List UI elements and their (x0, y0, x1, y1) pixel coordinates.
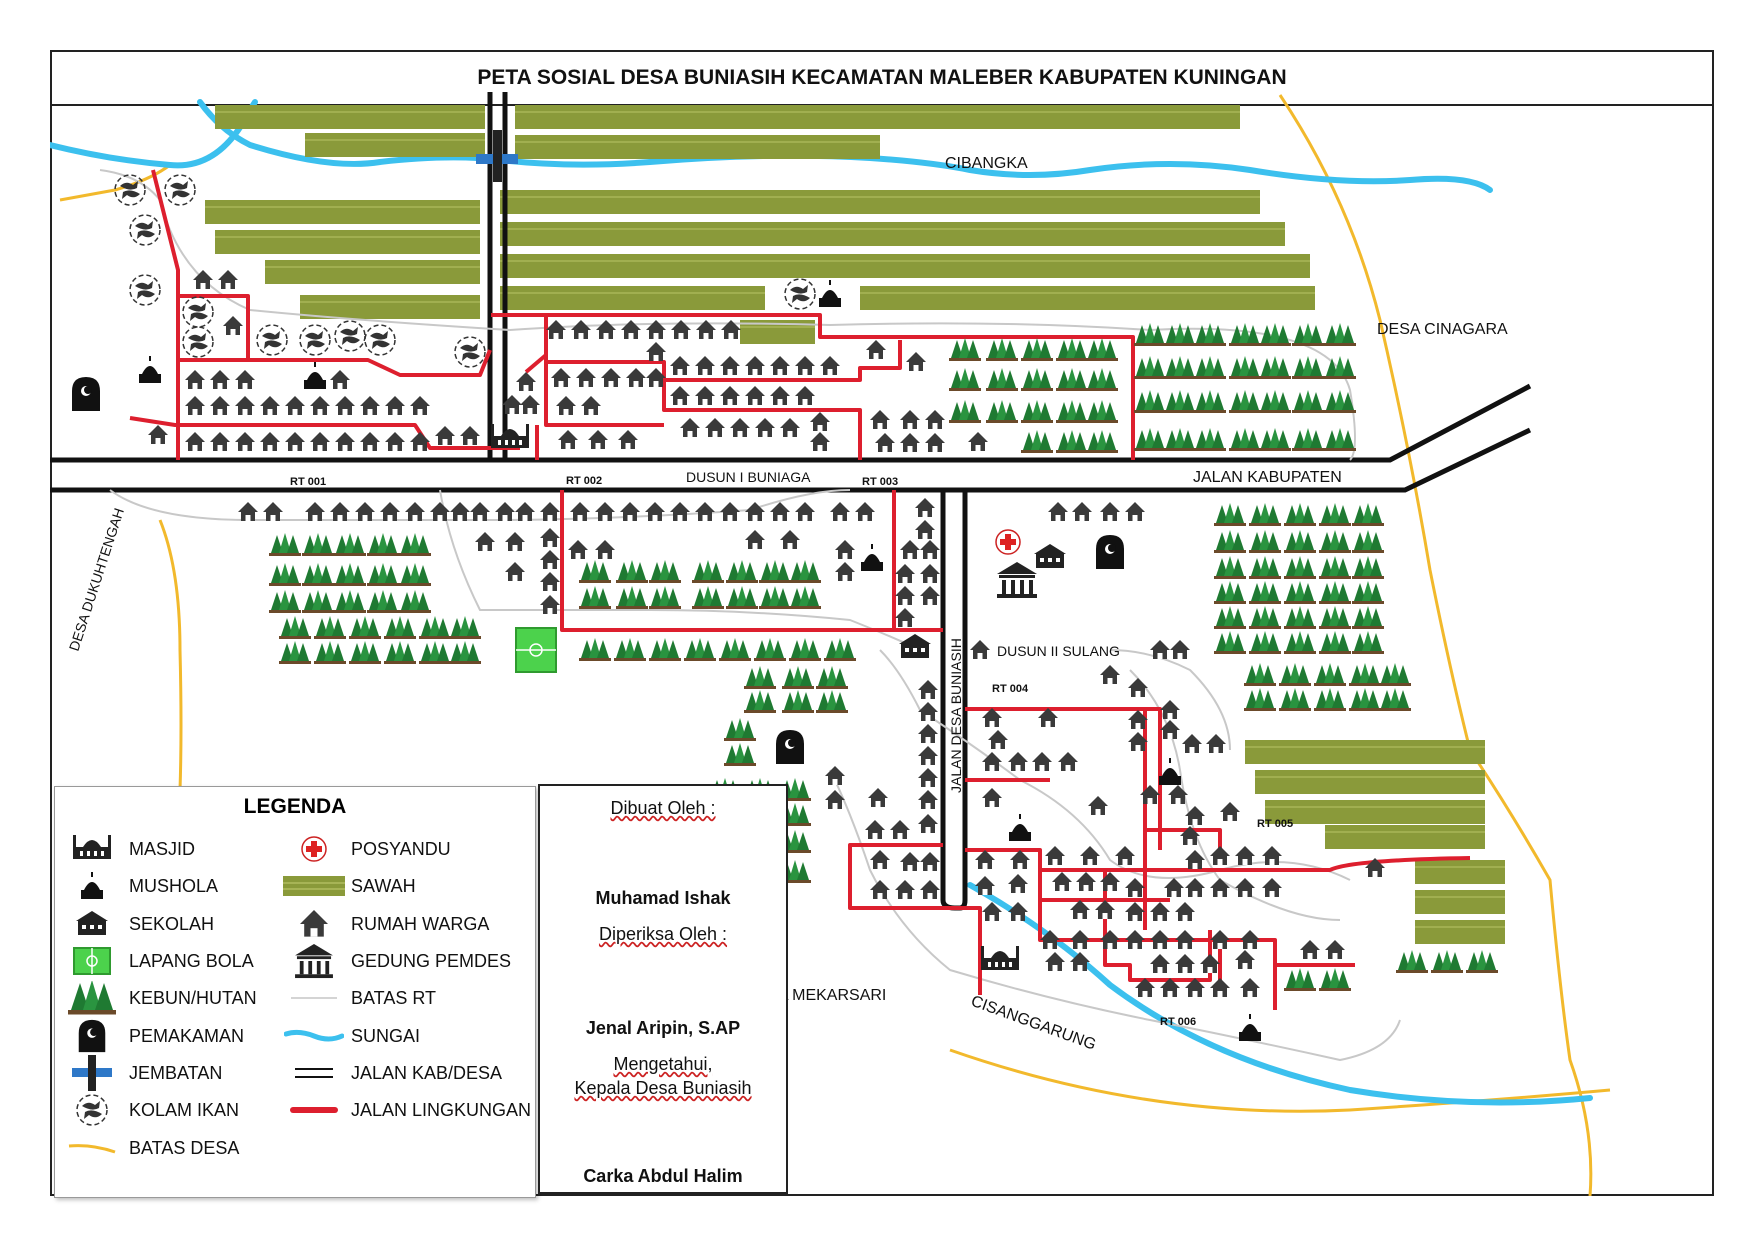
rice-fields (205, 105, 1505, 944)
house-icon (281, 905, 347, 943)
mosque-icon (981, 946, 1019, 970)
label-rt002: RT 002 (566, 475, 602, 487)
prayer-room-icon (304, 362, 326, 389)
label-desa-dukuhtengah: DESA DUKUHTENGAH (66, 506, 127, 653)
label-rt006: RT 006 (1160, 1016, 1196, 1028)
legend-panel: LEGENDA MASJID MUSHOLA SEKOLAH LAPANG BO… (54, 786, 536, 1198)
prayer-room-icon (819, 280, 841, 307)
approved-label-2: Kepala Desa Buniasih (574, 1078, 752, 1098)
fish-pond-icon (59, 1091, 125, 1129)
bridge-icon (59, 1054, 125, 1092)
cemetery-icon (776, 730, 804, 764)
village-map: CIBANGKA DESA CINAGARA JALAN KABUPATEN D… (50, 92, 1611, 1196)
village-boundary (949, 1048, 1611, 1113)
approved-label-1: Mengetahui, (613, 1054, 713, 1074)
rt-boundary-icon (281, 979, 347, 1017)
legend-item-cemetery: PEMAKAMAN (59, 1017, 279, 1055)
cemetery-icon (1096, 535, 1124, 569)
soccer-field-icon (515, 627, 557, 673)
label-jalan-desa: JALAN DESA BUNIASIH (948, 638, 964, 793)
main-road-icon (281, 1054, 347, 1092)
label-cibangka: CIBANGKA (945, 155, 1028, 172)
made-by-label: Dibuat Oleh : (610, 798, 716, 818)
prayer-room-icon (139, 356, 161, 383)
bridge (476, 130, 518, 182)
legend-item-house: RUMAH WARGA (281, 905, 501, 943)
government-building-icon (997, 562, 1037, 598)
legend-item-health-post: POSYANDU (281, 830, 501, 868)
legend-title: LEGENDA (243, 795, 347, 818)
school-icon (899, 634, 931, 658)
cemetery-icon (72, 377, 100, 411)
village-boundary (59, 163, 171, 202)
label-rt001: RT 001 (290, 476, 326, 488)
legend-item-river: SUNGAI (281, 1017, 501, 1055)
jalan-lingkungan (129, 169, 1471, 1010)
legend-item-soccer-field: LAPANG BOLA (59, 942, 279, 980)
label-jalan-kabupaten: JALAN KABUPATEN (1193, 469, 1342, 486)
label-cisanggarung: CISANGGARUNG (969, 993, 1098, 1054)
signature-block: Dibuat Oleh : Muhamad Ishak Diperiksa Ol… (538, 784, 788, 1194)
label-desa-cinagara: DESA CINAGARA (1377, 321, 1508, 338)
label-rt005: RT 005 (1257, 818, 1293, 830)
prayer-room-icon (59, 867, 125, 905)
legend-item-fish-pond: KOLAM IKAN (59, 1091, 279, 1129)
health-post-icon (995, 529, 1021, 555)
river-cisanggarung (967, 882, 1593, 1106)
mosque-icon (59, 830, 125, 868)
school-icon (59, 905, 125, 943)
forest-icon (59, 979, 125, 1017)
legend-item-government-building: GEDUNG PEMDES (281, 942, 511, 980)
river-icon (281, 1017, 347, 1055)
village-boundary (1278, 94, 1593, 1196)
prayer-room-icon (1239, 1014, 1261, 1041)
checked-by-name: Jenal Aripin, S.AP (585, 1018, 741, 1038)
legend-item-school: SEKOLAH (59, 905, 279, 943)
label-rt003: RT 003 (862, 476, 898, 488)
government-building-icon (281, 942, 347, 980)
made-by-name: Muhamad Ishak (595, 888, 731, 908)
label-rt004: RT 004 (992, 683, 1029, 695)
village-boundary-icon (59, 1129, 125, 1167)
approved-name: Carka Abdul Halim (583, 1166, 743, 1186)
legend-item-main-road: JALAN KAB/DESA (281, 1054, 502, 1092)
jalan-kabupaten (50, 383, 1532, 493)
label-dusun-1: DUSUN I BUNIAGA (686, 469, 811, 485)
cemetery-icon (59, 1017, 125, 1055)
legend-item-rice-field: SAWAH (281, 867, 501, 905)
prayer-room-icon (861, 544, 883, 571)
legend-item-rt-boundary: BATAS RT (281, 979, 501, 1017)
label-dusun-2: DUSUN II SULANG (997, 643, 1120, 659)
local-road-icon (281, 1091, 347, 1129)
rice-field-icon (281, 867, 347, 905)
legend-item-village-boundary: BATAS DESA (59, 1129, 279, 1167)
legend-item-mosque: MASJID (59, 830, 279, 868)
soccer-field-icon (59, 942, 125, 980)
legend-item-local-road: JALAN LINGKUNGAN (281, 1091, 531, 1129)
checked-by-label: Diperiksa Oleh : (598, 924, 728, 944)
village-boundary (158, 519, 183, 791)
rice-field-texture (205, 111, 1505, 928)
legend-item-forest: KEBUN/HUTAN (59, 979, 279, 1017)
prayer-room-icon (1009, 814, 1031, 841)
legend-item-bridge: JEMBATAN (59, 1054, 279, 1092)
health-post-icon (281, 830, 347, 868)
school-icon (1034, 544, 1066, 568)
legend-item-prayer-room: MUSHOLA (59, 867, 279, 905)
mosque-icon (491, 424, 529, 448)
